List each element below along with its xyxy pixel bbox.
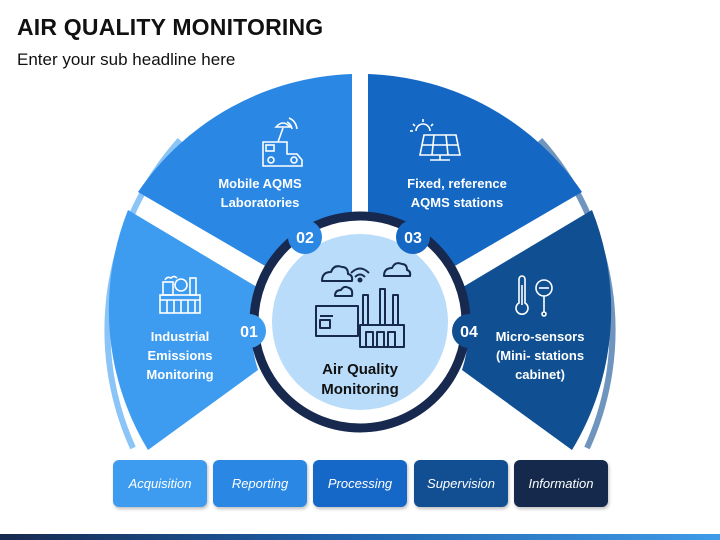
segment-04-label-line1: Micro-sensors (496, 329, 585, 344)
badge-01-text: 01 (240, 324, 258, 341)
center-label-line1: Air Quality (322, 361, 399, 378)
tag-supervision[interactable]: Supervision (414, 460, 508, 507)
segment-03-label-line2: AQMS stations (411, 195, 503, 210)
center-label-line2: Monitoring (321, 381, 398, 398)
segment-03[interactable] (368, 74, 582, 270)
center-disc (272, 234, 448, 410)
segment-01-label-line3: Monitoring (146, 367, 213, 382)
tag-processing[interactable]: Processing (313, 460, 407, 507)
segment-03-label-line1: Fixed, reference (407, 176, 507, 191)
slide-subtitle: Enter your sub headline here (17, 50, 236, 69)
segment-04[interactable] (458, 210, 612, 450)
segment-04-label-line3: cabinet) (515, 367, 565, 382)
tag-reporting[interactable]: Reporting (213, 460, 307, 507)
badge-03-text: 03 (404, 230, 422, 247)
segment-01[interactable] (108, 210, 263, 450)
badge-04-text: 04 (460, 324, 478, 341)
number-badge-03: 03 (396, 220, 430, 254)
segment-02-label-line1: Mobile AQMS (218, 176, 302, 191)
mobile-lab-van-icon (262, 117, 303, 167)
slide-title: AIR QUALITY MONITORING (17, 14, 324, 40)
badge-02-text: 02 (296, 230, 314, 247)
tag-acquisition[interactable]: Acquisition (113, 460, 207, 507)
number-badge-02: 02 (288, 220, 322, 254)
factory-pollution-icon (315, 262, 412, 348)
segment-04-label-line2: (Mini- stations (496, 348, 584, 363)
number-badge-01: 01 (232, 314, 266, 348)
solar-panel-station-icon (410, 119, 461, 161)
micro-sensor-thermometer-icon (515, 275, 553, 317)
segment-01-label-line2: Emissions (147, 348, 212, 363)
tag-information[interactable]: Information (514, 460, 608, 507)
segment-01-label-line1: Industrial (151, 329, 210, 344)
segment-02[interactable] (138, 74, 352, 270)
number-badge-04: 04 (452, 314, 486, 348)
segment-02-label-line2: Laboratories (221, 195, 300, 210)
industrial-plant-icon (159, 275, 201, 314)
bottom-accent-bar (0, 534, 720, 540)
